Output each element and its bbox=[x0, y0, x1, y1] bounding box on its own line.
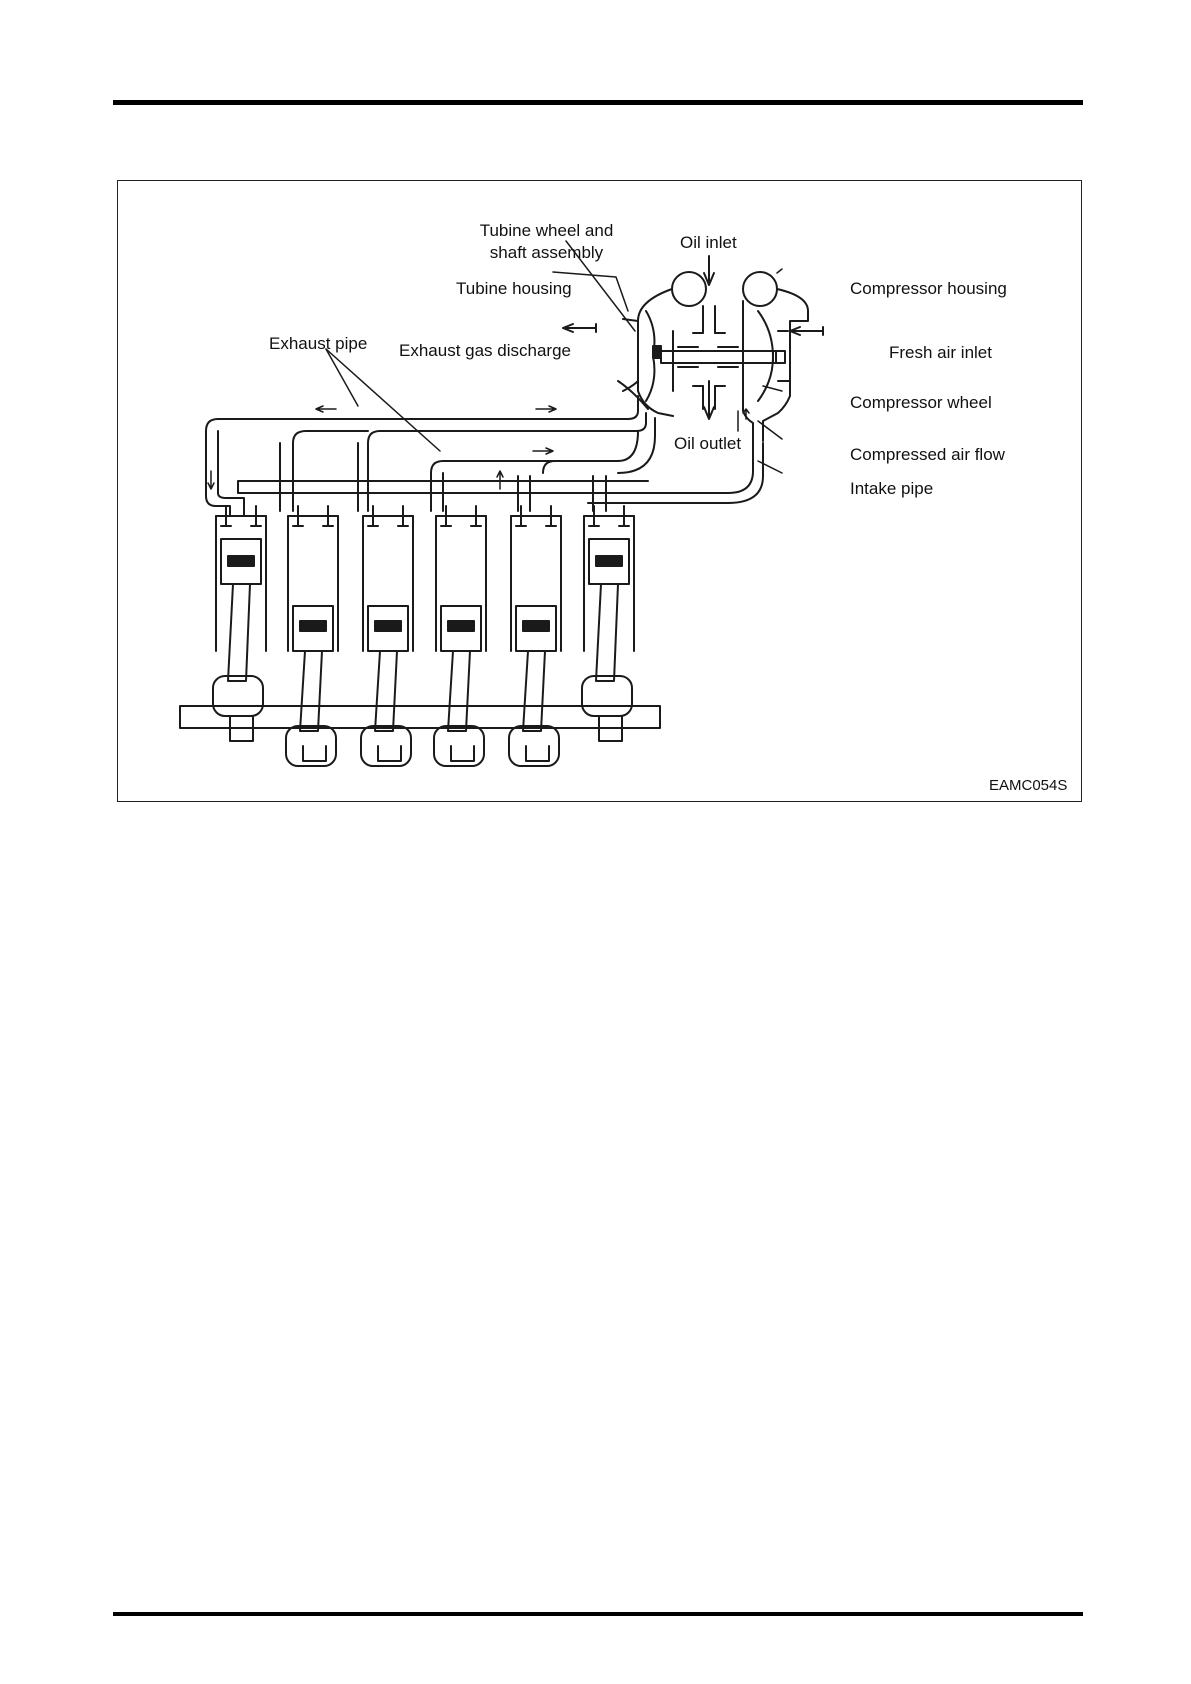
conrod-1 bbox=[228, 584, 250, 681]
figure-code: EAMC054S bbox=[989, 777, 1067, 794]
label-exhaust-pipe: Exhaust pipe bbox=[269, 334, 367, 354]
label-oil-outlet: Oil outlet bbox=[674, 434, 741, 454]
exhaust-manifold bbox=[206, 396, 655, 516]
compressor-housing-body bbox=[763, 289, 808, 441]
label-intake-pipe: Intake pipe bbox=[850, 479, 933, 499]
label-turbine-wheel-line1: Tubine wheel and bbox=[459, 220, 634, 242]
leader-compressor-housing bbox=[777, 269, 782, 273]
conrod-3 bbox=[375, 651, 397, 731]
turbo-shaft bbox=[661, 351, 776, 363]
conrod-4 bbox=[448, 651, 470, 731]
turbine-housing-scroll-top bbox=[672, 272, 706, 306]
cylinder-1 bbox=[213, 506, 266, 716]
label-turbine-wheel-line2: shaft assembly bbox=[459, 242, 634, 264]
leader-intake-pipe bbox=[758, 461, 782, 473]
label-exhaust-gas-discharge: Exhaust gas discharge bbox=[399, 341, 571, 361]
label-compressor-housing: Compressor housing bbox=[850, 279, 1007, 299]
label-fresh-air-inlet: Fresh air inlet bbox=[889, 343, 992, 363]
leader-exhaust-pipe-1 bbox=[326, 349, 358, 406]
exhaust-discharge-arrow bbox=[563, 324, 596, 332]
label-compressor-wheel: Compressor wheel bbox=[850, 393, 992, 413]
turbocharger bbox=[563, 256, 823, 443]
exhaust-flow-arrow-1 bbox=[316, 406, 336, 412]
compressor-housing-scroll bbox=[743, 272, 777, 306]
label-turbine-wheel-assembly: Tubine wheel and shaft assembly bbox=[459, 220, 634, 264]
label-turbine-housing: Tubine housing bbox=[456, 279, 572, 299]
cylinder-6 bbox=[582, 506, 634, 716]
leader-exhaust-pipe-2 bbox=[326, 349, 440, 451]
turbocharger-engine-diagram bbox=[118, 181, 1080, 800]
header-rule bbox=[113, 100, 1083, 105]
oil-outlet-arrow bbox=[704, 381, 714, 419]
turbine-nut bbox=[653, 346, 661, 358]
footer-rule bbox=[113, 1612, 1083, 1616]
exhaust-flow-arrow-3 bbox=[533, 448, 553, 454]
exhaust-flow-arrow-2 bbox=[536, 406, 556, 412]
leader-compressed-air bbox=[758, 421, 782, 439]
fresh-air-arrow bbox=[790, 327, 823, 335]
conrod-6 bbox=[596, 584, 618, 681]
conrod-2 bbox=[300, 651, 322, 731]
turbocharger-figure: Tubine wheel and shaft assembly Oil inle… bbox=[117, 180, 1082, 802]
label-oil-inlet: Oil inlet bbox=[680, 233, 737, 253]
oil-inlet-arrow bbox=[704, 256, 714, 285]
label-compressed-air-flow: Compressed air flow bbox=[850, 445, 1005, 465]
conrod-5 bbox=[523, 651, 545, 731]
